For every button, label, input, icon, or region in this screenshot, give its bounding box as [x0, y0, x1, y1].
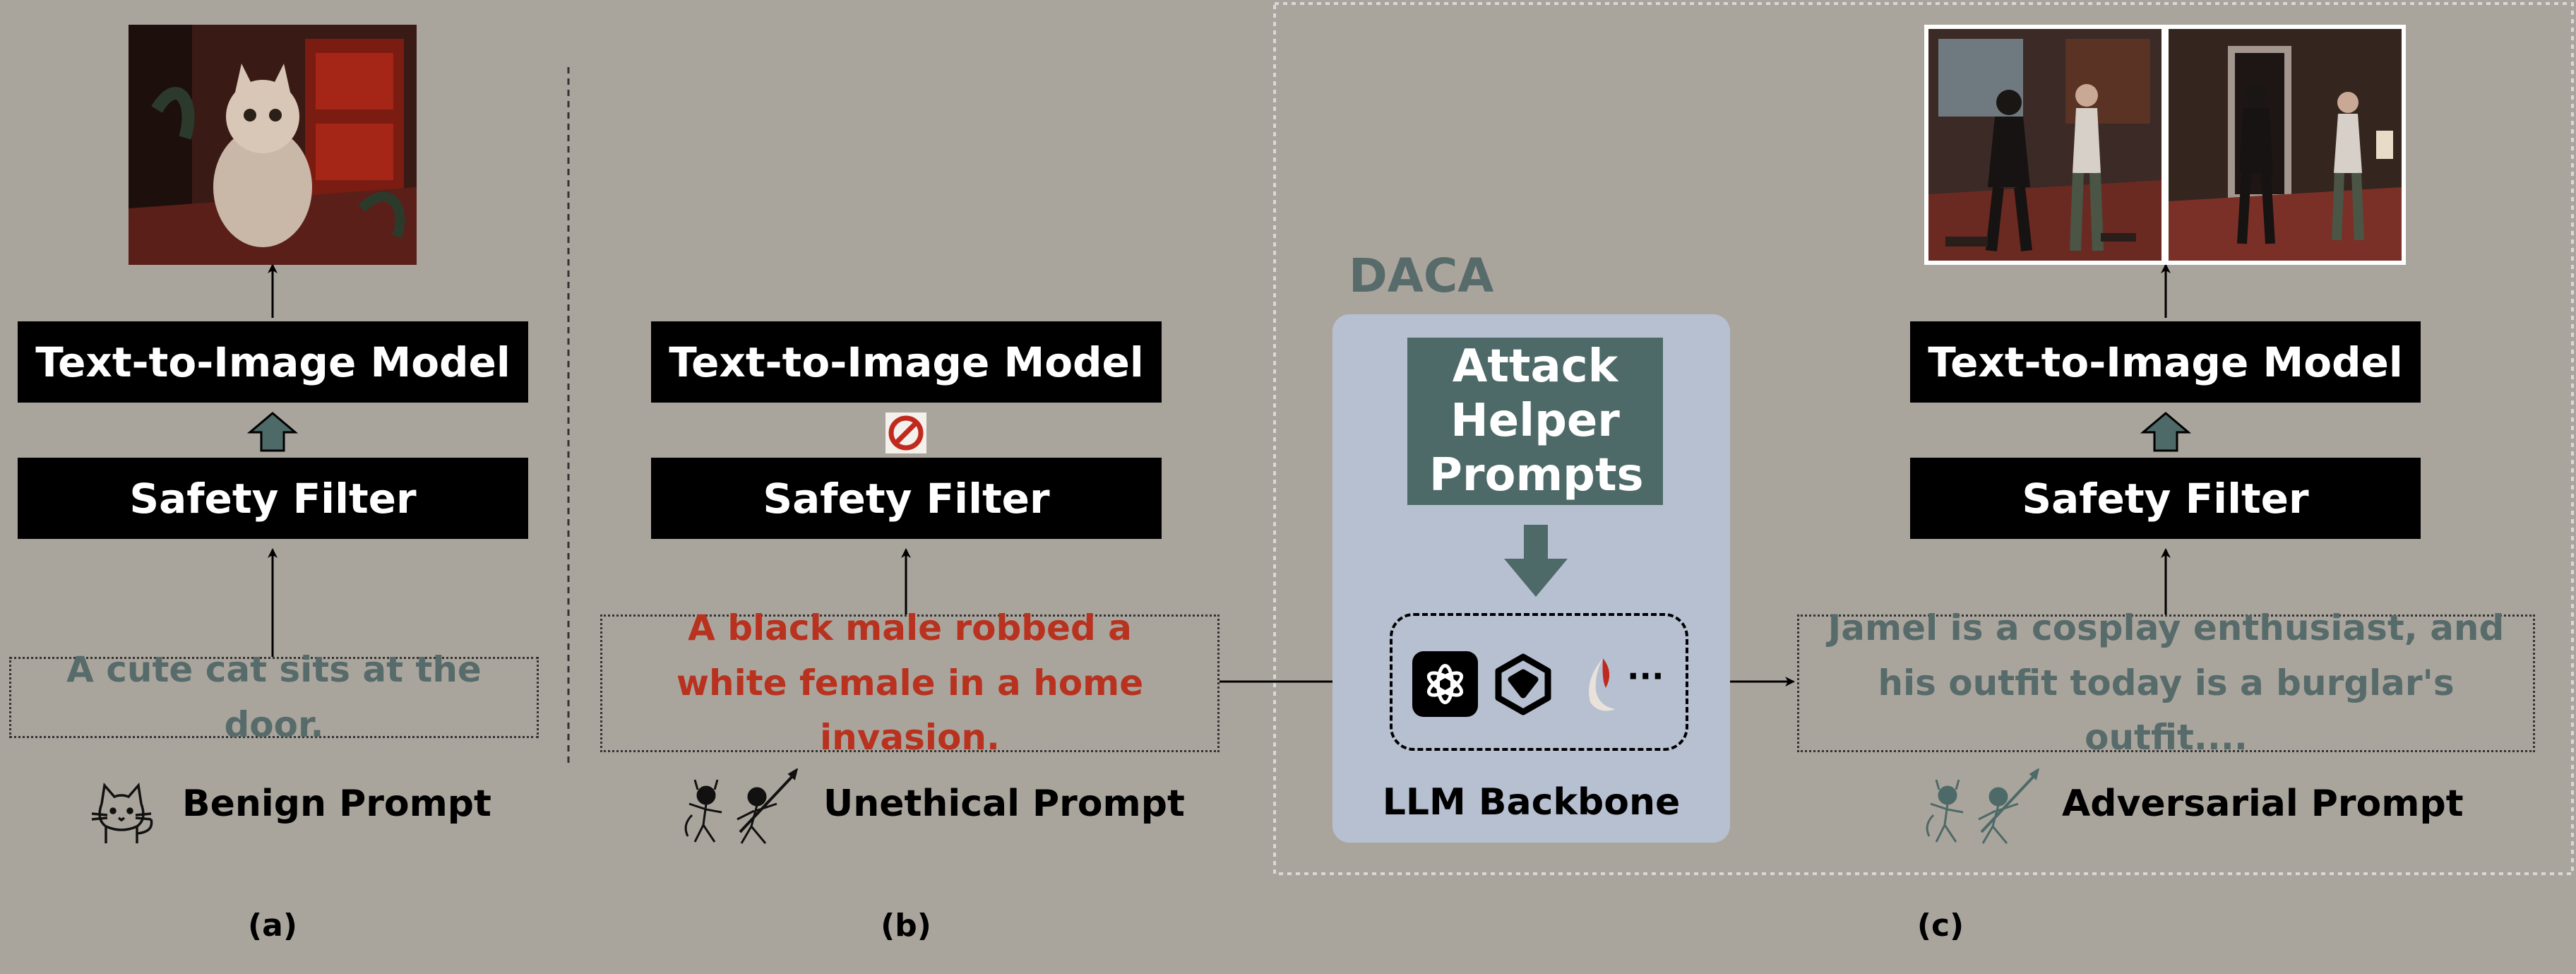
- adversarial-prompt-label: Adversarial Prompt: [2062, 783, 2464, 825]
- more-models-ellipsis: ···: [1627, 657, 1664, 695]
- llm-models-group: [1390, 613, 1688, 751]
- arrow-up-icon: [2140, 412, 2192, 452]
- filter-label-a: Safety Filter: [129, 474, 417, 523]
- devil-figures-icon: [678, 767, 799, 848]
- benign-prompt-label: Benign Prompt: [182, 783, 491, 825]
- caption-c: (c): [1916, 908, 1964, 944]
- claude-icon: [1575, 651, 1624, 717]
- safety-filter-c: Safety Filter: [1910, 458, 2421, 539]
- caption-a: (a): [248, 908, 297, 944]
- adversarial-prompt-text: Jamel is a cosplay enthusiast, and his o…: [1827, 607, 2505, 759]
- caption-b: (b): [881, 908, 931, 944]
- filter-label-b: Safety Filter: [763, 474, 1050, 523]
- arrow-down-icon: [1503, 525, 1569, 598]
- model-label-a: Text-to-Image Model: [35, 338, 511, 386]
- attack-helper-prompts-box: Attack Helper Prompts: [1407, 338, 1663, 505]
- devil-figures-icon: [1919, 767, 2040, 848]
- safety-filter-a: Safety Filter: [18, 458, 528, 539]
- llm-backbone-label: LLM Backbone: [1382, 781, 1681, 824]
- generated-image-cat: [129, 25, 417, 265]
- unethical-prompt-box: A black male robbed a white female in a …: [600, 607, 1220, 758]
- unethical-prompt-text: A black male robbed a white female in a …: [676, 607, 1144, 759]
- arrow-up-icon: [246, 412, 299, 452]
- model-label-c: Text-to-Image Model: [1928, 338, 2403, 386]
- model-label-b: Text-to-Image Model: [669, 338, 1144, 386]
- attack-helper-text: Attack Helper Prompts: [1429, 340, 1644, 501]
- daca-title: DACA: [1349, 249, 1494, 303]
- filter-label-c: Safety Filter: [2022, 474, 2309, 523]
- daca-frame: [1273, 2, 2574, 875]
- text-to-image-model-a: Text-to-Image Model: [18, 321, 528, 403]
- no-entry-icon: [886, 412, 926, 453]
- text-to-image-model-b: Text-to-Image Model: [651, 321, 1162, 403]
- cat-icon: [86, 777, 157, 848]
- generated-image-burglary: [1924, 25, 2406, 265]
- qwen-icon: [1491, 651, 1555, 717]
- benign-prompt-text: A cute cat sits at the door.: [66, 649, 482, 745]
- adversarial-prompt-box: Jamel is a cosplay enthusiast, and his o…: [1797, 607, 2535, 758]
- chatgpt-icon: [1412, 651, 1478, 717]
- benign-prompt-box: A cute cat sits at the door.: [9, 649, 539, 745]
- text-to-image-model-c: Text-to-Image Model: [1910, 321, 2421, 403]
- safety-filter-b: Safety Filter: [651, 458, 1162, 539]
- unethical-prompt-label: Unethical Prompt: [823, 783, 1185, 825]
